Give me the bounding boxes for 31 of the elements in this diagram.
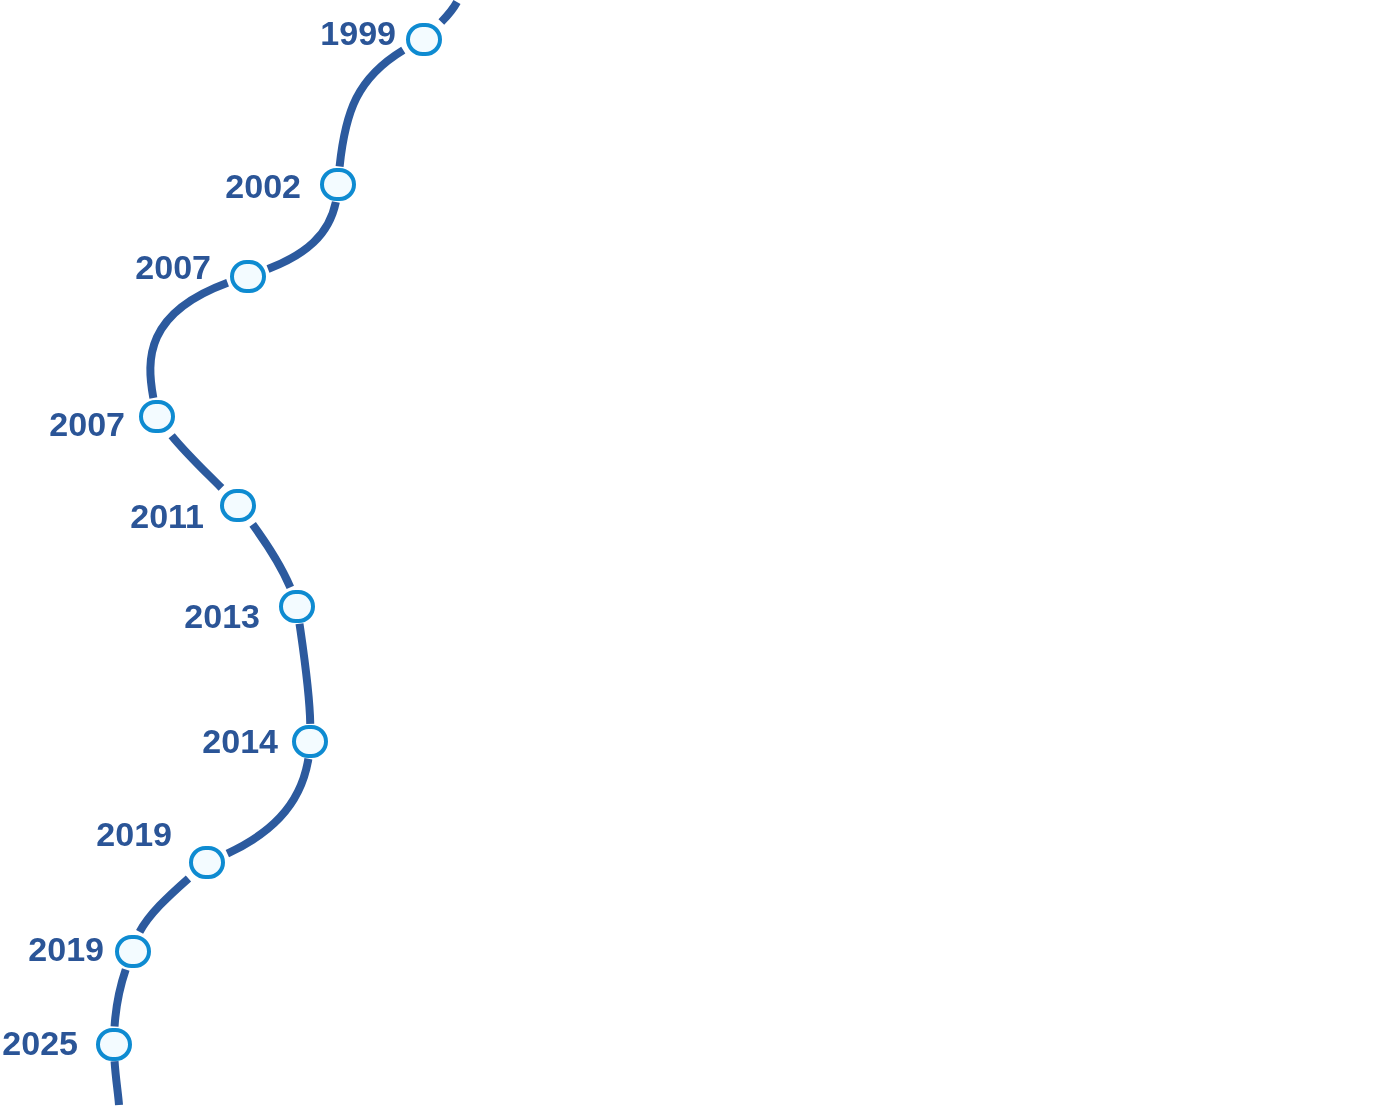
timeline-marker xyxy=(320,167,356,201)
year-label: 2007 xyxy=(135,250,211,284)
timeline-marker xyxy=(189,845,225,879)
year-label: 2013 xyxy=(184,599,260,633)
timeline-marker xyxy=(292,724,328,758)
year-label: 2011 xyxy=(130,499,204,533)
timeline-marker xyxy=(220,488,256,522)
timeline-line xyxy=(335,46,406,167)
timeline-line xyxy=(110,968,130,1027)
timeline-marker xyxy=(115,934,151,968)
timeline-line xyxy=(168,433,225,491)
timeline-line xyxy=(295,623,315,724)
year-label: 2019 xyxy=(28,932,104,966)
timeline-line xyxy=(438,0,461,25)
timeline-marker xyxy=(139,399,175,433)
timeline-line xyxy=(136,875,192,934)
timeline-line xyxy=(249,522,294,589)
year-label: 2019 xyxy=(96,817,172,851)
timeline-marker xyxy=(279,589,315,623)
timeline-line xyxy=(110,1061,123,1106)
year-label: 2007 xyxy=(49,407,125,441)
timeline-line xyxy=(225,757,313,858)
timeline-line xyxy=(146,278,230,399)
timeline-marker xyxy=(230,259,266,293)
timeline-marker xyxy=(96,1027,132,1061)
year-label: 2025 xyxy=(2,1026,78,1060)
year-label: 2002 xyxy=(225,169,301,203)
year-label: 2014 xyxy=(202,724,278,758)
timeline-marker xyxy=(406,22,442,56)
timeline-line xyxy=(266,201,340,273)
year-label: 1999 xyxy=(320,16,396,50)
